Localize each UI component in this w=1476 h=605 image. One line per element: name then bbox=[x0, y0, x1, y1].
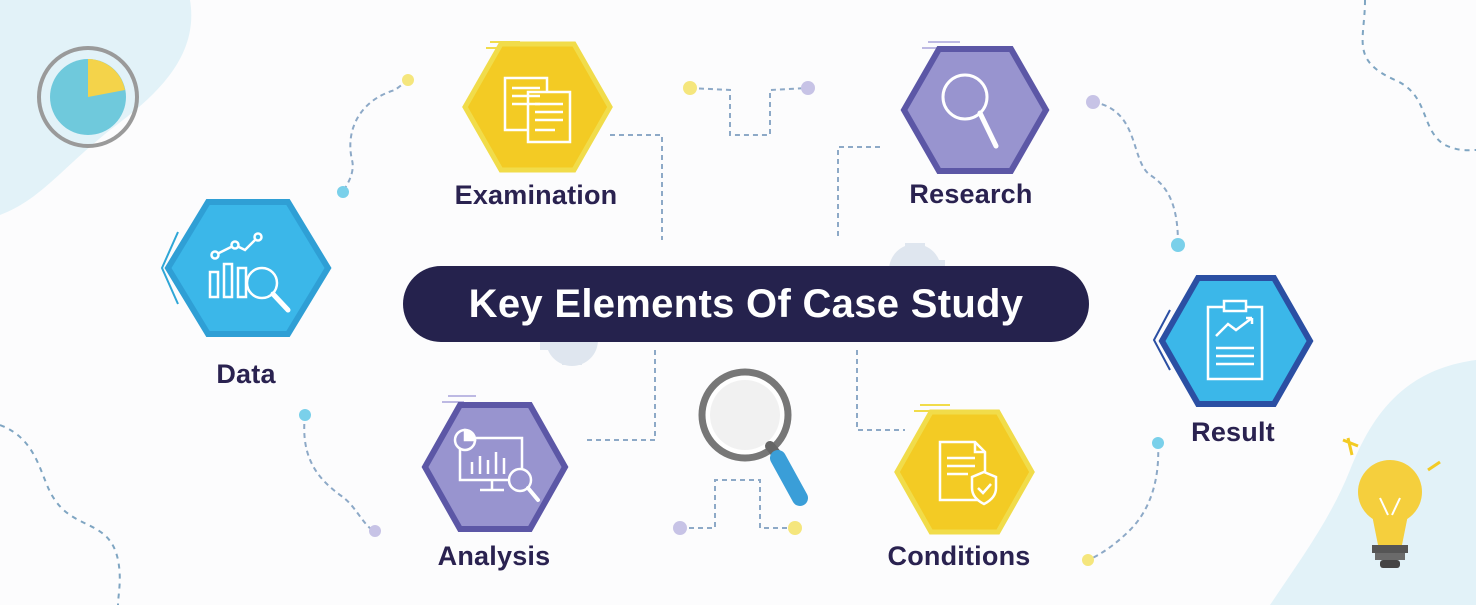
label-analysis: Analysis bbox=[437, 541, 551, 571]
document-shield-icon bbox=[938, 440, 998, 506]
conditions-hexagon bbox=[894, 404, 1035, 535]
decor-dashed-curve-right bbox=[1361, 0, 1476, 152]
label-result: Result bbox=[1191, 417, 1275, 447]
monitor-chart-search-icon bbox=[453, 428, 540, 502]
research-hexagon bbox=[900, 41, 1050, 174]
connector-lines bbox=[303, 79, 1179, 561]
light-bulb-decor-icon bbox=[1342, 437, 1441, 568]
pie-chart-decor-icon bbox=[37, 46, 139, 148]
clipboard-chart-icon bbox=[1206, 299, 1264, 381]
label-research: Research bbox=[909, 179, 1033, 209]
label-data: Data bbox=[216, 359, 276, 389]
title-banner: Key Elements Of Case Study bbox=[403, 266, 1089, 342]
page-title: Key Elements Of Case Study bbox=[468, 281, 1024, 326]
decor-dashed-curve-left bbox=[0, 424, 121, 605]
label-conditions: Conditions bbox=[887, 541, 1031, 571]
bar-chart-search-icon bbox=[208, 232, 291, 313]
label-examination: Examination bbox=[454, 180, 618, 210]
magnifying-glass-center-icon bbox=[698, 368, 808, 506]
magnifier-icon bbox=[941, 73, 999, 149]
documents-icon bbox=[503, 76, 572, 144]
analysis-hexagon bbox=[421, 395, 569, 532]
result-hexagon bbox=[1152, 275, 1314, 407]
data-hexagon bbox=[160, 199, 332, 337]
examination-hexagon bbox=[462, 41, 613, 173]
connector-dots bbox=[299, 74, 1185, 566]
